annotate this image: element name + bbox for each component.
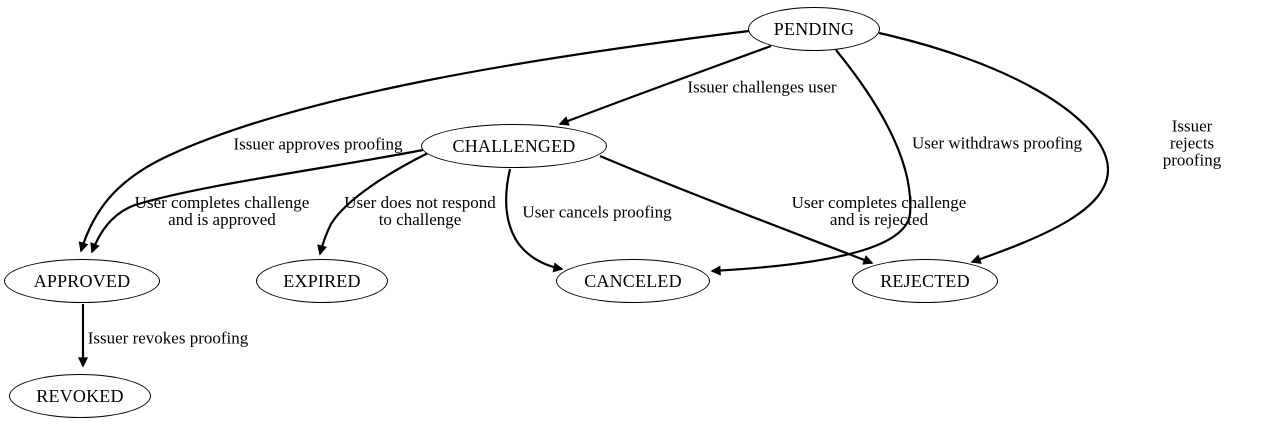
node-revoked-label: REVOKED bbox=[36, 385, 124, 406]
edge-challenged-approved bbox=[90, 148, 424, 254]
node-rejected: REJECTED bbox=[852, 259, 998, 303]
node-pending: PENDING bbox=[748, 7, 880, 51]
node-expired-label: EXPIRED bbox=[283, 270, 361, 291]
edge-label-user-does-not-respond: User does not respond to challenge bbox=[344, 193, 496, 229]
edge-challenged-expired bbox=[317, 152, 429, 256]
node-approved-label: APPROVED bbox=[33, 270, 131, 291]
edge-pending-rejected bbox=[878, 31, 1110, 264]
edge-label-issuer-challenges-user: Issuer challenges user bbox=[687, 77, 837, 97]
node-rejected-label: REJECTED bbox=[880, 270, 970, 291]
edge-label-issuer-rejects-proofing: Issuer rejects proofing bbox=[1162, 116, 1222, 170]
edge-label-user-withdraws-proofing: User withdraws proofing bbox=[912, 133, 1082, 153]
node-approved: APPROVED bbox=[4, 259, 160, 303]
edge-pending-challenged bbox=[558, 44, 772, 126]
edge-label-issuer-revokes-proofing: Issuer revokes proofing bbox=[87, 328, 249, 348]
edge-label-issuer-approves-proofing: Issuer approves proofing bbox=[233, 134, 403, 154]
edge-pending-approved bbox=[78, 29, 750, 253]
node-expired: EXPIRED bbox=[256, 259, 388, 303]
node-canceled-label: CANCELED bbox=[584, 270, 682, 291]
edge-challenged-canceled bbox=[505, 168, 564, 273]
node-pending-label: PENDING bbox=[773, 18, 855, 39]
node-revoked: REVOKED bbox=[9, 374, 151, 418]
node-challenged-label: CHALLENGED bbox=[452, 135, 576, 156]
edge-pending-canceled bbox=[710, 49, 912, 276]
node-canceled: CANCELED bbox=[556, 259, 710, 303]
edge-challenged-rejected bbox=[599, 154, 874, 265]
node-challenged: CHALLENGED bbox=[421, 124, 607, 168]
edge-label-user-completes-challenge-approved: User completes challenge and is approved bbox=[134, 193, 310, 229]
edge-label-user-completes-challenge-rejected: User completes challenge and is rejected bbox=[791, 193, 967, 229]
edge-label-user-cancels-proofing: User cancels proofing bbox=[522, 202, 672, 222]
